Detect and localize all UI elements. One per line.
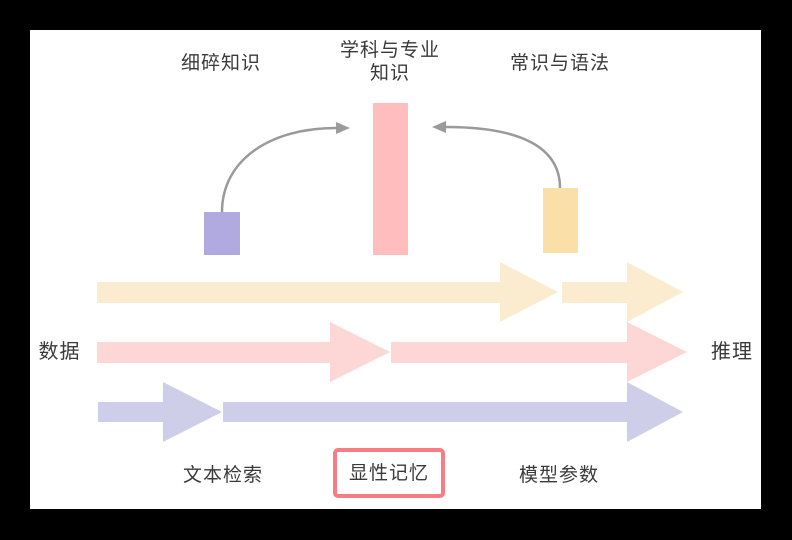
curved-arrow-right — [445, 125, 562, 189]
bar-fragmented-knowledge — [204, 212, 240, 255]
label-disciplinary-knowledge: 学科与专业 知识 — [310, 39, 470, 85]
flow-arrow-purple-1 — [98, 382, 222, 442]
label-explicit-memory: 显性记忆 — [348, 462, 429, 484]
bar-common-sense — [543, 188, 578, 253]
flow-arrow-pink-2 — [391, 322, 687, 382]
label-data: 数据 — [38, 341, 81, 363]
label-text-retrieval: 文本检索 — [182, 465, 263, 486]
explicit-memory-highlight-box — [333, 448, 445, 498]
label-common-sense-grammar: 常识与语法 — [509, 53, 610, 74]
label-model-parameters: 模型参数 — [518, 465, 599, 486]
curved-arrow-left — [220, 126, 337, 213]
label-disciplinary-knowledge-line1: 学科与专业 — [339, 40, 440, 61]
flow-arrow-yellow-1 — [97, 262, 558, 322]
curved-arrow-left-head-icon — [336, 122, 350, 134]
label-reasoning: 推理 — [711, 341, 753, 363]
label-fragmented-knowledge: 细碎知识 — [180, 53, 261, 74]
flow-arrow-pink-1 — [97, 322, 390, 382]
flow-arrow-purple-2 — [223, 382, 683, 442]
label-disciplinary-knowledge-line2: 知识 — [369, 63, 410, 84]
diagram-shapes — [97, 103, 687, 498]
curved-arrow-right-head-icon — [432, 121, 446, 133]
bar-disciplinary-knowledge — [373, 103, 408, 255]
flow-arrow-yellow-2 — [562, 262, 683, 322]
diagram-canvas: 细碎知识 学科与专业 知识 常识与语法 数据 推理 文本检索 显性记忆 模型参数 — [30, 30, 761, 509]
